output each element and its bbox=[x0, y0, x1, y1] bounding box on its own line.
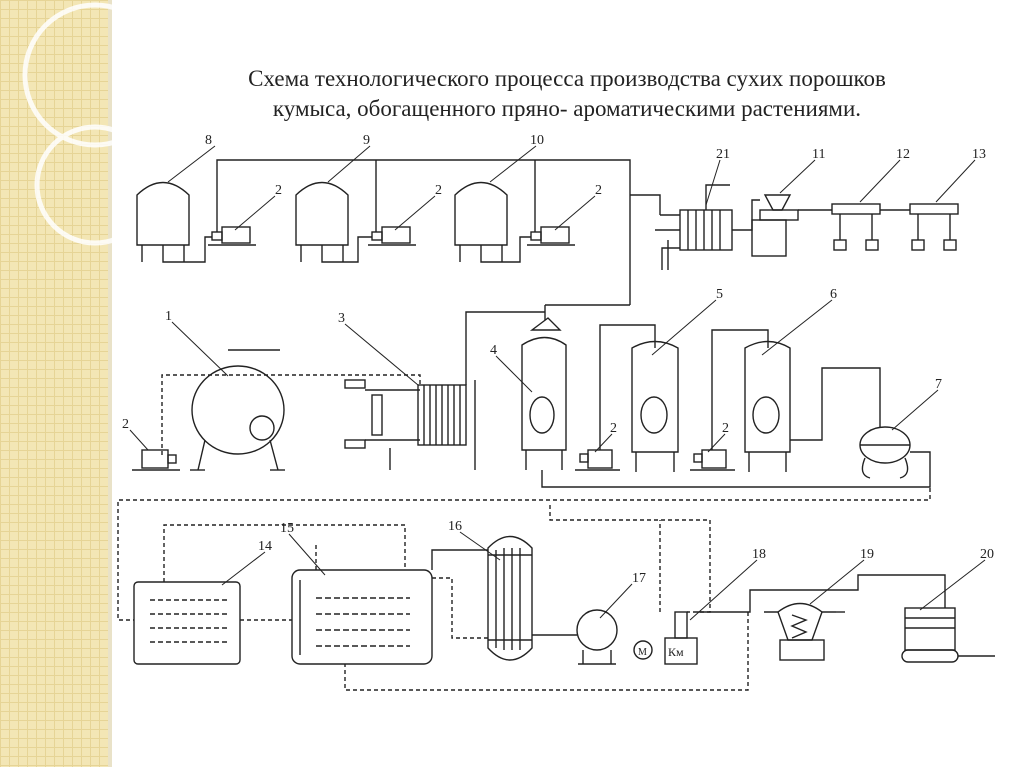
label-12: 12 bbox=[896, 147, 910, 162]
condenser-16 bbox=[487, 535, 533, 661]
label-2f: 2 bbox=[722, 421, 729, 436]
label-9: 9 bbox=[363, 133, 370, 148]
heat-exchanger-21 bbox=[655, 184, 760, 270]
label-2c: 2 bbox=[595, 183, 602, 198]
tank-8 bbox=[136, 181, 190, 262]
unit-18 bbox=[633, 611, 698, 665]
label-2a: 2 bbox=[275, 183, 282, 198]
label-10: 10 bbox=[530, 133, 544, 148]
motor-symbol: M bbox=[638, 647, 647, 658]
label-18: 18 bbox=[752, 547, 766, 562]
tank-1 bbox=[190, 365, 285, 471]
tank-10 bbox=[454, 181, 508, 262]
equipment-labels: 8 9 10 21 11 12 13 2 2 2 1 3 4 5 6 7 2 2… bbox=[122, 133, 994, 659]
label-7: 7 bbox=[935, 377, 942, 392]
mill-19 bbox=[764, 602, 836, 661]
label-16: 16 bbox=[448, 519, 462, 534]
title-line-1: Схема технологического процесса производ… bbox=[248, 66, 886, 91]
label-4: 4 bbox=[490, 343, 497, 358]
freeze-dryer-15 bbox=[291, 569, 433, 665]
freeze-dryer-14 bbox=[133, 581, 241, 665]
label-3: 3 bbox=[338, 311, 345, 326]
unit-11 bbox=[751, 194, 799, 257]
label-13: 13 bbox=[972, 147, 986, 162]
pump-2-left bbox=[132, 449, 180, 471]
label-6: 6 bbox=[830, 287, 837, 302]
unit-13 bbox=[880, 203, 959, 251]
label-11: 11 bbox=[812, 147, 825, 162]
label-2b: 2 bbox=[435, 183, 442, 198]
packer-20 bbox=[901, 607, 995, 663]
tank-4 bbox=[521, 317, 567, 470]
middle-piping bbox=[161, 305, 931, 488]
label-14: 14 bbox=[258, 539, 272, 554]
pump-17 bbox=[576, 609, 618, 665]
leader-lines bbox=[129, 145, 986, 621]
tank-6 bbox=[744, 340, 791, 472]
tank-5 bbox=[631, 340, 679, 472]
pumps-top bbox=[208, 226, 575, 246]
separator-7 bbox=[859, 426, 911, 479]
label-2d: 2 bbox=[122, 417, 129, 432]
km-symbol: Км bbox=[668, 645, 684, 659]
unit-12 bbox=[798, 203, 881, 251]
label-5: 5 bbox=[716, 287, 723, 302]
plate-exchanger-3 bbox=[344, 379, 476, 470]
label-21: 21 bbox=[716, 147, 730, 162]
pumps-middle bbox=[575, 449, 735, 471]
top-piping bbox=[162, 159, 661, 306]
title-line-2: кумыса, обогащенного пряно- ароматически… bbox=[272, 96, 862, 121]
label-15: 15 bbox=[280, 521, 294, 536]
slide-title: Схема технологического процесса производ… bbox=[110, 64, 1024, 124]
strip-edge bbox=[108, 0, 112, 767]
label-8: 8 bbox=[205, 133, 212, 148]
tank-9 bbox=[295, 181, 349, 262]
label-1: 1 bbox=[165, 309, 172, 324]
label-2e: 2 bbox=[610, 421, 617, 436]
label-17: 17 bbox=[632, 571, 646, 586]
bottom-piping bbox=[117, 488, 946, 691]
label-19: 19 bbox=[860, 547, 874, 562]
label-20: 20 bbox=[980, 547, 994, 562]
decorative-rings bbox=[22, 2, 168, 246]
